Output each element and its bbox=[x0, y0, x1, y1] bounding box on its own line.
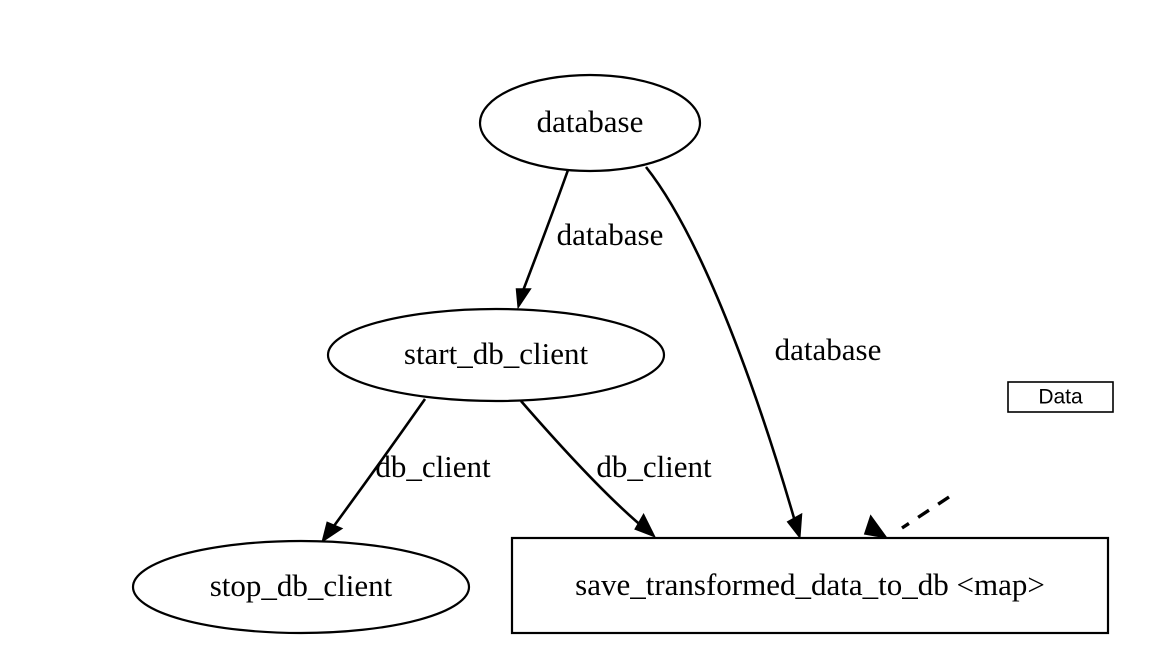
node-database[interactable]: database bbox=[478, 73, 702, 173]
arrowhead-icon bbox=[863, 514, 889, 539]
edge-external-dashed-to-save-transformed-data-to-db[interactable] bbox=[860, 495, 950, 546]
edge-path bbox=[520, 400, 645, 529]
edge-label: db_client bbox=[596, 449, 712, 484]
edge-path bbox=[519, 169, 570, 297]
edge-path bbox=[329, 398, 427, 531]
node-label: stop_db_client bbox=[210, 568, 393, 603]
edge-label: database bbox=[557, 217, 664, 252]
edge-label: database bbox=[775, 332, 882, 367]
edge-path bbox=[644, 166, 798, 526]
legend-box bbox=[1007, 381, 1114, 413]
edge-label: db_client bbox=[375, 449, 491, 484]
node-label: save_transformed_data_to_db <map> bbox=[575, 567, 1045, 602]
node-save-transformed-data-to-db[interactable]: save_transformed_data_to_db <map> bbox=[510, 536, 1110, 635]
edge-database-to-start-db-client[interactable]: database bbox=[511, 169, 664, 310]
arrowhead-icon bbox=[321, 521, 344, 544]
node-ellipse bbox=[326, 307, 666, 403]
arrowhead-icon bbox=[786, 512, 803, 540]
edge-start-db-client-to-stop-db-client[interactable]: db_client bbox=[316, 398, 491, 547]
node-start-db-client[interactable]: start_db_client bbox=[326, 307, 666, 403]
nodes-layer: database start_db_client stop_db_client … bbox=[131, 73, 1110, 635]
legend-data[interactable]: Data bbox=[1007, 381, 1114, 413]
node-label: database bbox=[537, 104, 644, 139]
edge-start-db-client-to-save-transformed-data-to-db[interactable]: db_client bbox=[520, 400, 712, 543]
edge-path-dashed bbox=[901, 495, 950, 530]
node-box bbox=[510, 536, 1110, 635]
node-label: start_db_client bbox=[404, 336, 589, 371]
node-ellipse bbox=[478, 73, 702, 173]
node-stop-db-client[interactable]: stop_db_client bbox=[131, 539, 471, 635]
node-ellipse bbox=[131, 539, 471, 635]
edge-database-to-save-transformed-data-to-db[interactable]: database bbox=[644, 166, 882, 540]
legend-label: Data bbox=[1038, 386, 1083, 409]
arrowhead-icon bbox=[634, 512, 657, 538]
edges-layer: database database db_client db_client bbox=[316, 166, 950, 547]
arrowhead-icon bbox=[515, 288, 532, 310]
